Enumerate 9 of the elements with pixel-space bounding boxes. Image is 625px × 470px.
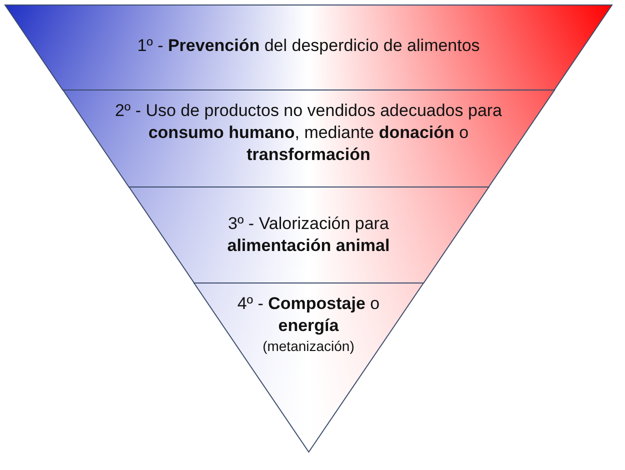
pyramid-band — [194, 283, 424, 452]
band-text: 2º - Uso de productos no vendidos adecuados para consumo humano, mediante donación o transformación — [114, 100, 504, 166]
pyramid-band — [128, 187, 488, 283]
band-text: 3º - Valorización para alimentación animal — [226, 213, 391, 257]
band-text: 4º - Compostaje o energía — [236, 293, 381, 337]
pyramid-band — [62, 90, 554, 187]
band-text: 1º - Prevención del desperdicio de alimentos — [136, 35, 481, 57]
pyramid-band — [5, 5, 612, 90]
band-note: (metanización) — [262, 337, 356, 356]
